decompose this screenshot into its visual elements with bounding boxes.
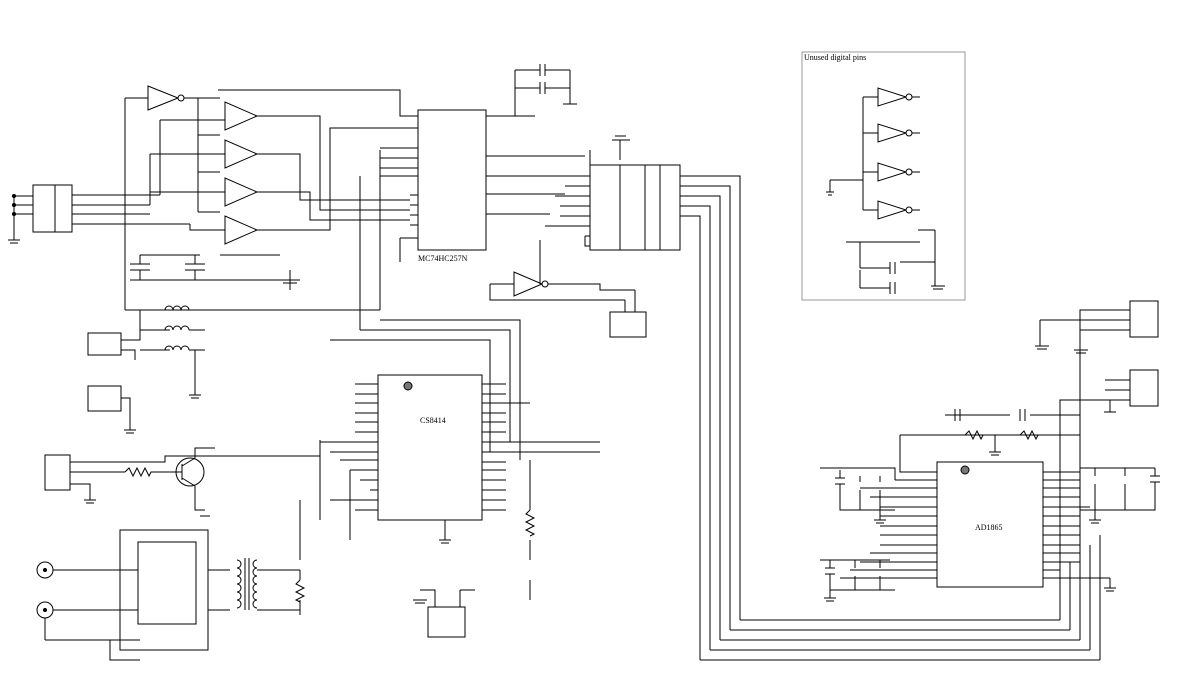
- connector-p5: [8, 184, 190, 244]
- inverter-ic3f: [877, 123, 908, 143]
- k1-relay-outline: [119, 529, 209, 651]
- unused-digital-pins-group: Unused digital pins: [801, 51, 966, 301]
- sw1-body: [609, 311, 647, 338]
- ic5-mux: MC74HC257N: [218, 64, 585, 263]
- unused-pins-box: [801, 51, 966, 301]
- ic1-body: [936, 461, 1044, 588]
- inverter-ic3c: [877, 162, 908, 182]
- p2-body: [1129, 300, 1159, 338]
- ic5-part-label: MC74HC257N: [418, 254, 468, 263]
- headers-p9-p10: [545, 135, 741, 660]
- spdif-section: [36, 447, 475, 661]
- buffer-ic6a: [224, 101, 259, 131]
- ic1-dac: AD1865: [820, 300, 1160, 602]
- inverter-ic3b: [877, 87, 908, 107]
- ic1-part-label: AD1865: [975, 523, 1003, 532]
- k1-relay-body: [137, 541, 197, 625]
- phase-inverter-section: [489, 240, 647, 338]
- power-filter: [87, 305, 205, 434]
- buffer-section: [124, 85, 410, 310]
- p10-body: [644, 164, 681, 251]
- p3-body: [87, 385, 122, 412]
- ic2-receiver: CS8414: [320, 374, 600, 600]
- p5-body: [32, 184, 73, 233]
- ic2-part-label: CS8414: [420, 416, 446, 425]
- p9-body: [589, 164, 646, 251]
- buffer-ic6b: [224, 139, 259, 169]
- unused-pins-title: Unused digital pins: [804, 53, 866, 62]
- buffer-ic6d: [224, 215, 259, 245]
- buffer-ic6c: [224, 177, 259, 207]
- inverter-ic3d: [147, 85, 180, 111]
- buffer-ic3a: [877, 200, 908, 220]
- p1-body: [1129, 369, 1159, 407]
- ic2-body: [377, 374, 483, 521]
- bottom-buses: [125, 150, 1101, 661]
- p8-body: [44, 454, 71, 491]
- p4-body: [87, 332, 122, 356]
- inverter-ic3e: [513, 271, 544, 297]
- ic5-body: [417, 109, 487, 251]
- sw2-body: [427, 606, 466, 638]
